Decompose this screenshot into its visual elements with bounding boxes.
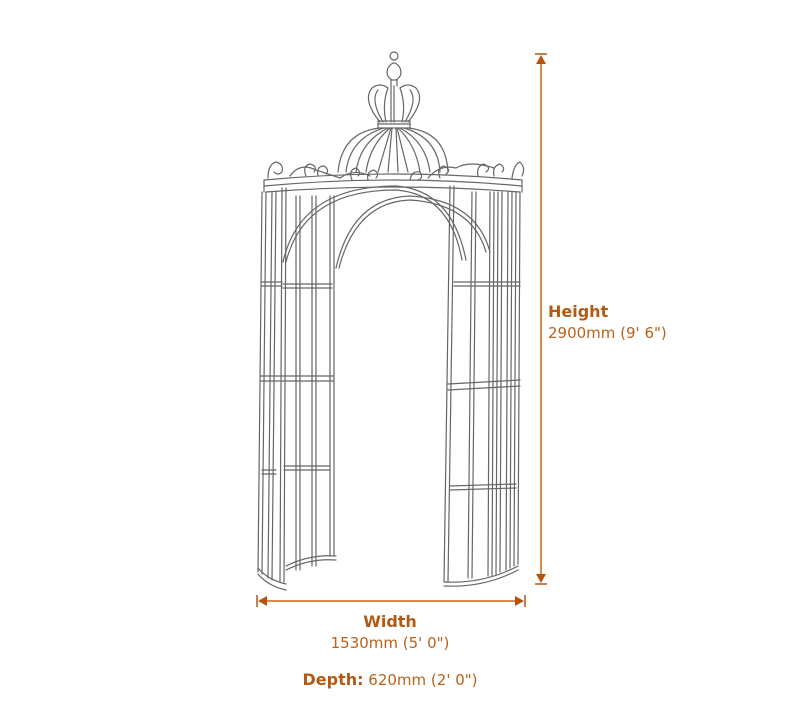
height-dimension-arrow [535,53,547,585]
depth-label: Depth: 620mm (2' 0") [250,670,530,689]
width-dimension-arrow [256,595,526,607]
arches [282,185,491,269]
depth-value: 620mm (2' 0") [368,671,478,689]
depth-title: Depth: [302,670,364,689]
crown-ornament [367,84,421,129]
width-title: Width [363,612,417,631]
height-title: Height [548,302,609,321]
height-value: 2900mm (9' 6") [548,324,667,342]
right-panel [443,185,521,587]
width-value: 1530mm (5' 0") [330,634,450,652]
width-label: Width 1530mm (5' 0") [250,612,530,652]
height-label: Height 2900mm (9' 6") [548,302,667,342]
left-panel [257,187,337,591]
finial-icon [386,51,402,87]
top-ring [263,173,523,193]
dome [337,127,449,173]
